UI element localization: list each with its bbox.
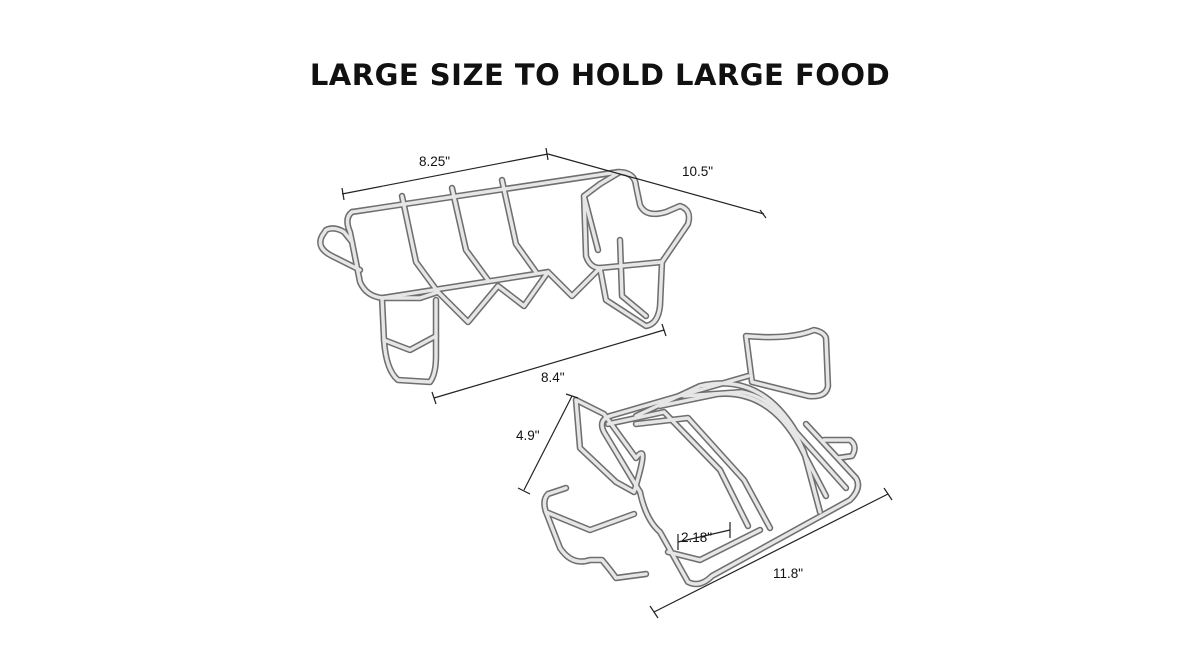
dimension-label-depth: 10.5"	[682, 164, 713, 179]
dimension-label-height: 4.9"	[516, 428, 540, 443]
headline: LARGE SIZE TO HOLD LARGE FOOD	[309, 58, 891, 92]
dimension-label-base: 8.4"	[541, 370, 565, 385]
flat-rack	[544, 330, 858, 584]
v-rack	[320, 172, 689, 382]
dimension-lines	[341, 147, 893, 619]
dimension-label-width: 8.25"	[419, 154, 450, 169]
dimension-label-length: 11.8"	[773, 566, 803, 581]
dimension-label-spacing: 2.18"	[681, 530, 712, 545]
